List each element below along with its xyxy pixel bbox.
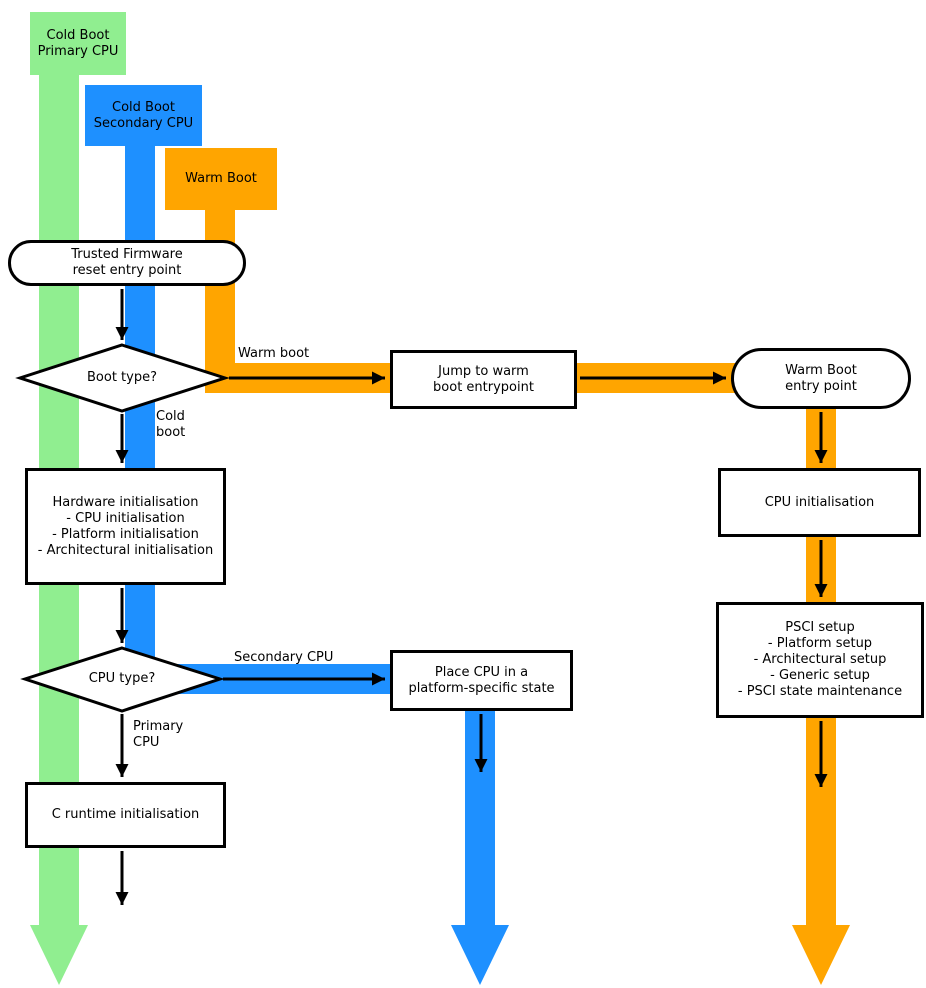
node-boot-type-label: Boot type? <box>87 370 157 385</box>
legend-cold-boot-primary: Cold Boot Primary CPU <box>30 12 126 75</box>
node-hardware-initialisation: Hardware initialisation - CPU initialisa… <box>25 468 226 585</box>
edge-label-cold-boot: Cold boot <box>156 409 186 440</box>
node-reset-entry-point: Trusted Firmware reset entry point <box>8 240 246 286</box>
node-warm-boot-entry-point: Warm Boot entry point <box>731 348 911 409</box>
node-c-runtime-initialisation: C runtime initialisation <box>25 782 226 848</box>
edge-label-secondary-cpu: Secondary CPU <box>234 650 334 665</box>
band-cold-boot-secondary <box>125 140 509 985</box>
node-psci-setup: PSCI setup - Platform setup - Architectu… <box>716 602 924 718</box>
edge-label-warm-boot: Warm boot <box>238 346 310 361</box>
node-cpu-type-diamond <box>20 646 225 713</box>
legend-cold-boot-secondary: Cold Boot Secondary CPU <box>85 85 202 146</box>
node-cpu-initialisation: CPU initialisation <box>718 468 921 537</box>
node-cpu-type-label: CPU type? <box>88 671 156 686</box>
node-jump-warm-boot: Jump to warm boot entrypoint <box>390 350 577 409</box>
legend-warm-boot: Warm Boot <box>165 148 277 210</box>
node-boot-type-diamond <box>15 343 230 413</box>
connector-arrows <box>115 289 828 905</box>
node-place-cpu: Place CPU in a platform-specific state <box>390 650 573 711</box>
edge-label-primary-cpu: Primary CPU <box>133 719 184 750</box>
